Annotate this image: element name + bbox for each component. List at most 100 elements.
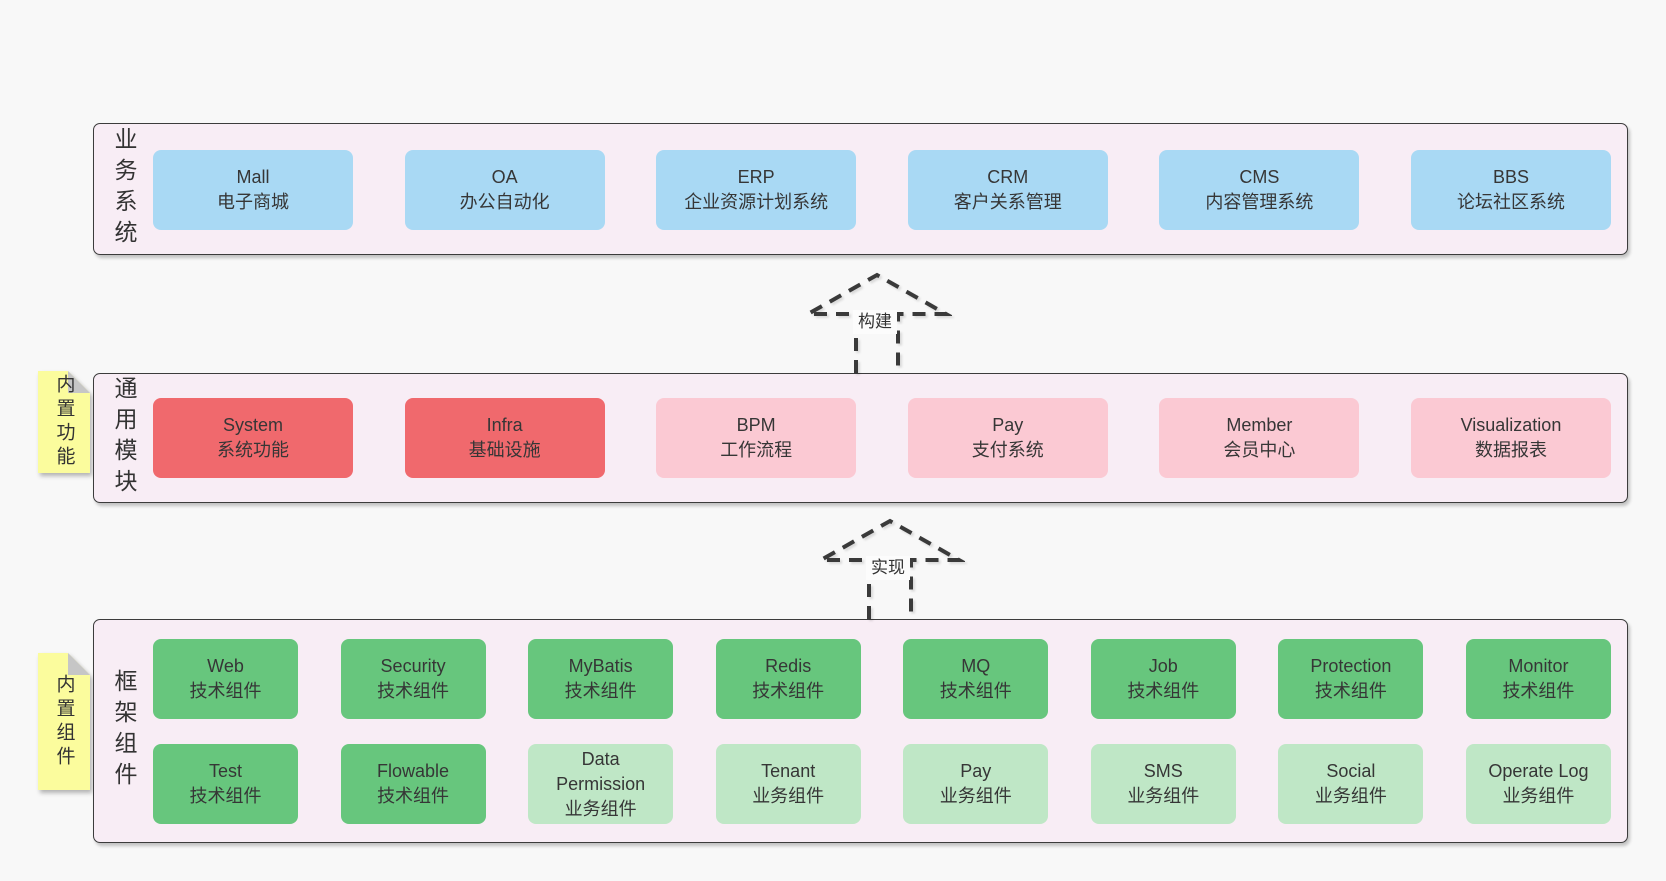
box-title: Data Permission — [556, 748, 646, 794]
box-title: Flowable — [377, 761, 450, 781]
box-title: Job — [1148, 656, 1178, 676]
diagram-box-bpm: BPM 工作流程 — [656, 398, 857, 478]
box-title: Mall — [236, 167, 270, 187]
diagram-box-data-permission: Data Permission 业务组件 — [528, 744, 674, 824]
sticky-fold-corner-icon — [68, 653, 90, 675]
box-title: ERP — [737, 167, 775, 187]
sticky-note-paper — [38, 653, 90, 790]
box-subtitle: 技术组件 — [1127, 681, 1200, 701]
box-subtitle: 业务组件 — [1127, 786, 1200, 806]
diagram-box-crm: CRM 客户关系管理 — [907, 150, 1108, 230]
box-subtitle: 工作流程 — [720, 440, 793, 460]
diagram-box-mq: MQ 技术组件 — [903, 639, 1049, 719]
box-subtitle: 技术组件 — [939, 681, 1012, 701]
box-subtitle: 办公自动化 — [459, 192, 550, 212]
box-subtitle: 技术组件 — [377, 786, 450, 806]
box-title: Social — [1326, 761, 1376, 781]
box-title: Redis — [765, 656, 812, 676]
box-subtitle: 数据报表 — [1474, 440, 1547, 460]
arrow-label-implement: 实现 — [866, 556, 910, 580]
box-title: BBS — [1492, 167, 1529, 187]
panel-vertical-label: 通用模块 — [111, 376, 137, 500]
diagram-box-operate-log: Operate Log 业务组件 — [1465, 744, 1611, 824]
dashed-up-arrow-implement — [815, 518, 965, 619]
diagram-box-bbs: BBS 论坛社区系统 — [1410, 150, 1611, 230]
diagram-box-test: Test 技术组件 — [153, 744, 298, 824]
dashed-up-arrow-build — [802, 272, 952, 373]
sticky-note-label: 内置组件 — [53, 673, 75, 770]
diagram-box-flowable: Flowable 技术组件 — [340, 744, 486, 824]
box-title: CRM — [987, 167, 1029, 187]
box-title: Test — [208, 761, 242, 781]
diagram-box-protection: Protection 技术组件 — [1278, 639, 1424, 719]
panel-vertical-label: 业务系统 — [111, 127, 137, 251]
box-subtitle: 技术组件 — [189, 786, 262, 806]
box-title: Monitor — [1508, 656, 1569, 676]
box-subtitle: 业务组件 — [564, 798, 637, 819]
diagram-box-web: Web 技术组件 — [153, 639, 298, 719]
panel-vertical-label: 框架组件 — [111, 669, 137, 793]
diagram-box-mybatis: MyBatis 技术组件 — [528, 639, 674, 719]
box-title: Security — [380, 656, 446, 676]
box-subtitle: 电子商城 — [217, 192, 289, 212]
diagram-box-mall: Mall 电子商城 — [153, 150, 353, 230]
diagram-box-social: Social 业务组件 — [1278, 744, 1424, 824]
sticky-note-builtin-features: 内置功能 — [38, 371, 90, 473]
diagram-box-monitor: Monitor 技术组件 — [1465, 639, 1611, 719]
box-subtitle: 业务组件 — [752, 786, 825, 806]
box-subtitle: 技术组件 — [564, 681, 637, 701]
box-title: Web — [207, 656, 244, 676]
box-subtitle: 业务组件 — [1314, 786, 1387, 806]
box-subtitle: 客户关系管理 — [953, 192, 1062, 212]
box-title: CMS — [1239, 167, 1280, 187]
box-subtitle: 内容管理系统 — [1205, 192, 1314, 212]
box-title: Protection — [1310, 656, 1392, 676]
box-subtitle: 基础设施 — [468, 440, 541, 460]
box-title: BPM — [736, 415, 776, 435]
box-title: Pay — [960, 761, 992, 781]
diagram-box-redis: Redis 技术组件 — [715, 639, 861, 719]
box-subtitle: 技术组件 — [1502, 681, 1575, 701]
box-subtitle: 会员中心 — [1223, 440, 1296, 460]
box-subtitle: 技术组件 — [189, 681, 262, 701]
sticky-note-builtin-components: 内置组件 — [38, 653, 90, 790]
diagram-box-tenant: Tenant 业务组件 — [715, 744, 861, 824]
box-subtitle: 论坛社区系统 — [1456, 192, 1565, 212]
box-subtitle: 技术组件 — [1314, 681, 1387, 701]
diagram-box-cms: CMS 内容管理系统 — [1159, 150, 1360, 230]
diagram-box-job: Job 技术组件 — [1090, 639, 1236, 719]
box-title: MyBatis — [568, 656, 633, 676]
box-title: Tenant — [761, 761, 816, 781]
box-title: Infra — [486, 415, 523, 435]
box-subtitle: 企业资源计划系统 — [684, 192, 829, 212]
box-title: SMS — [1143, 761, 1183, 781]
sticky-note-label: 内置功能 — [53, 374, 75, 470]
box-title: Operate Log — [1488, 761, 1589, 781]
box-subtitle: 支付系统 — [971, 440, 1044, 460]
arrow-label-build: 构建 — [853, 310, 897, 334]
diagram-box-pay: Pay 业务组件 — [903, 744, 1049, 824]
box-subtitle: 业务组件 — [939, 786, 1012, 806]
diagram-box-system: System 系统功能 — [153, 398, 353, 478]
box-subtitle: 系统功能 — [217, 440, 289, 460]
box-title: System — [222, 415, 283, 435]
diagram-box-member: Member 会员中心 — [1159, 398, 1360, 478]
box-title: MQ — [961, 656, 991, 676]
diagram-box-sms: SMS 业务组件 — [1090, 744, 1236, 824]
box-subtitle: 业务组件 — [1502, 786, 1575, 806]
diagram-box-infra: Infra 基础设施 — [404, 398, 605, 478]
box-subtitle: 技术组件 — [752, 681, 825, 701]
box-title: Member — [1226, 415, 1293, 435]
